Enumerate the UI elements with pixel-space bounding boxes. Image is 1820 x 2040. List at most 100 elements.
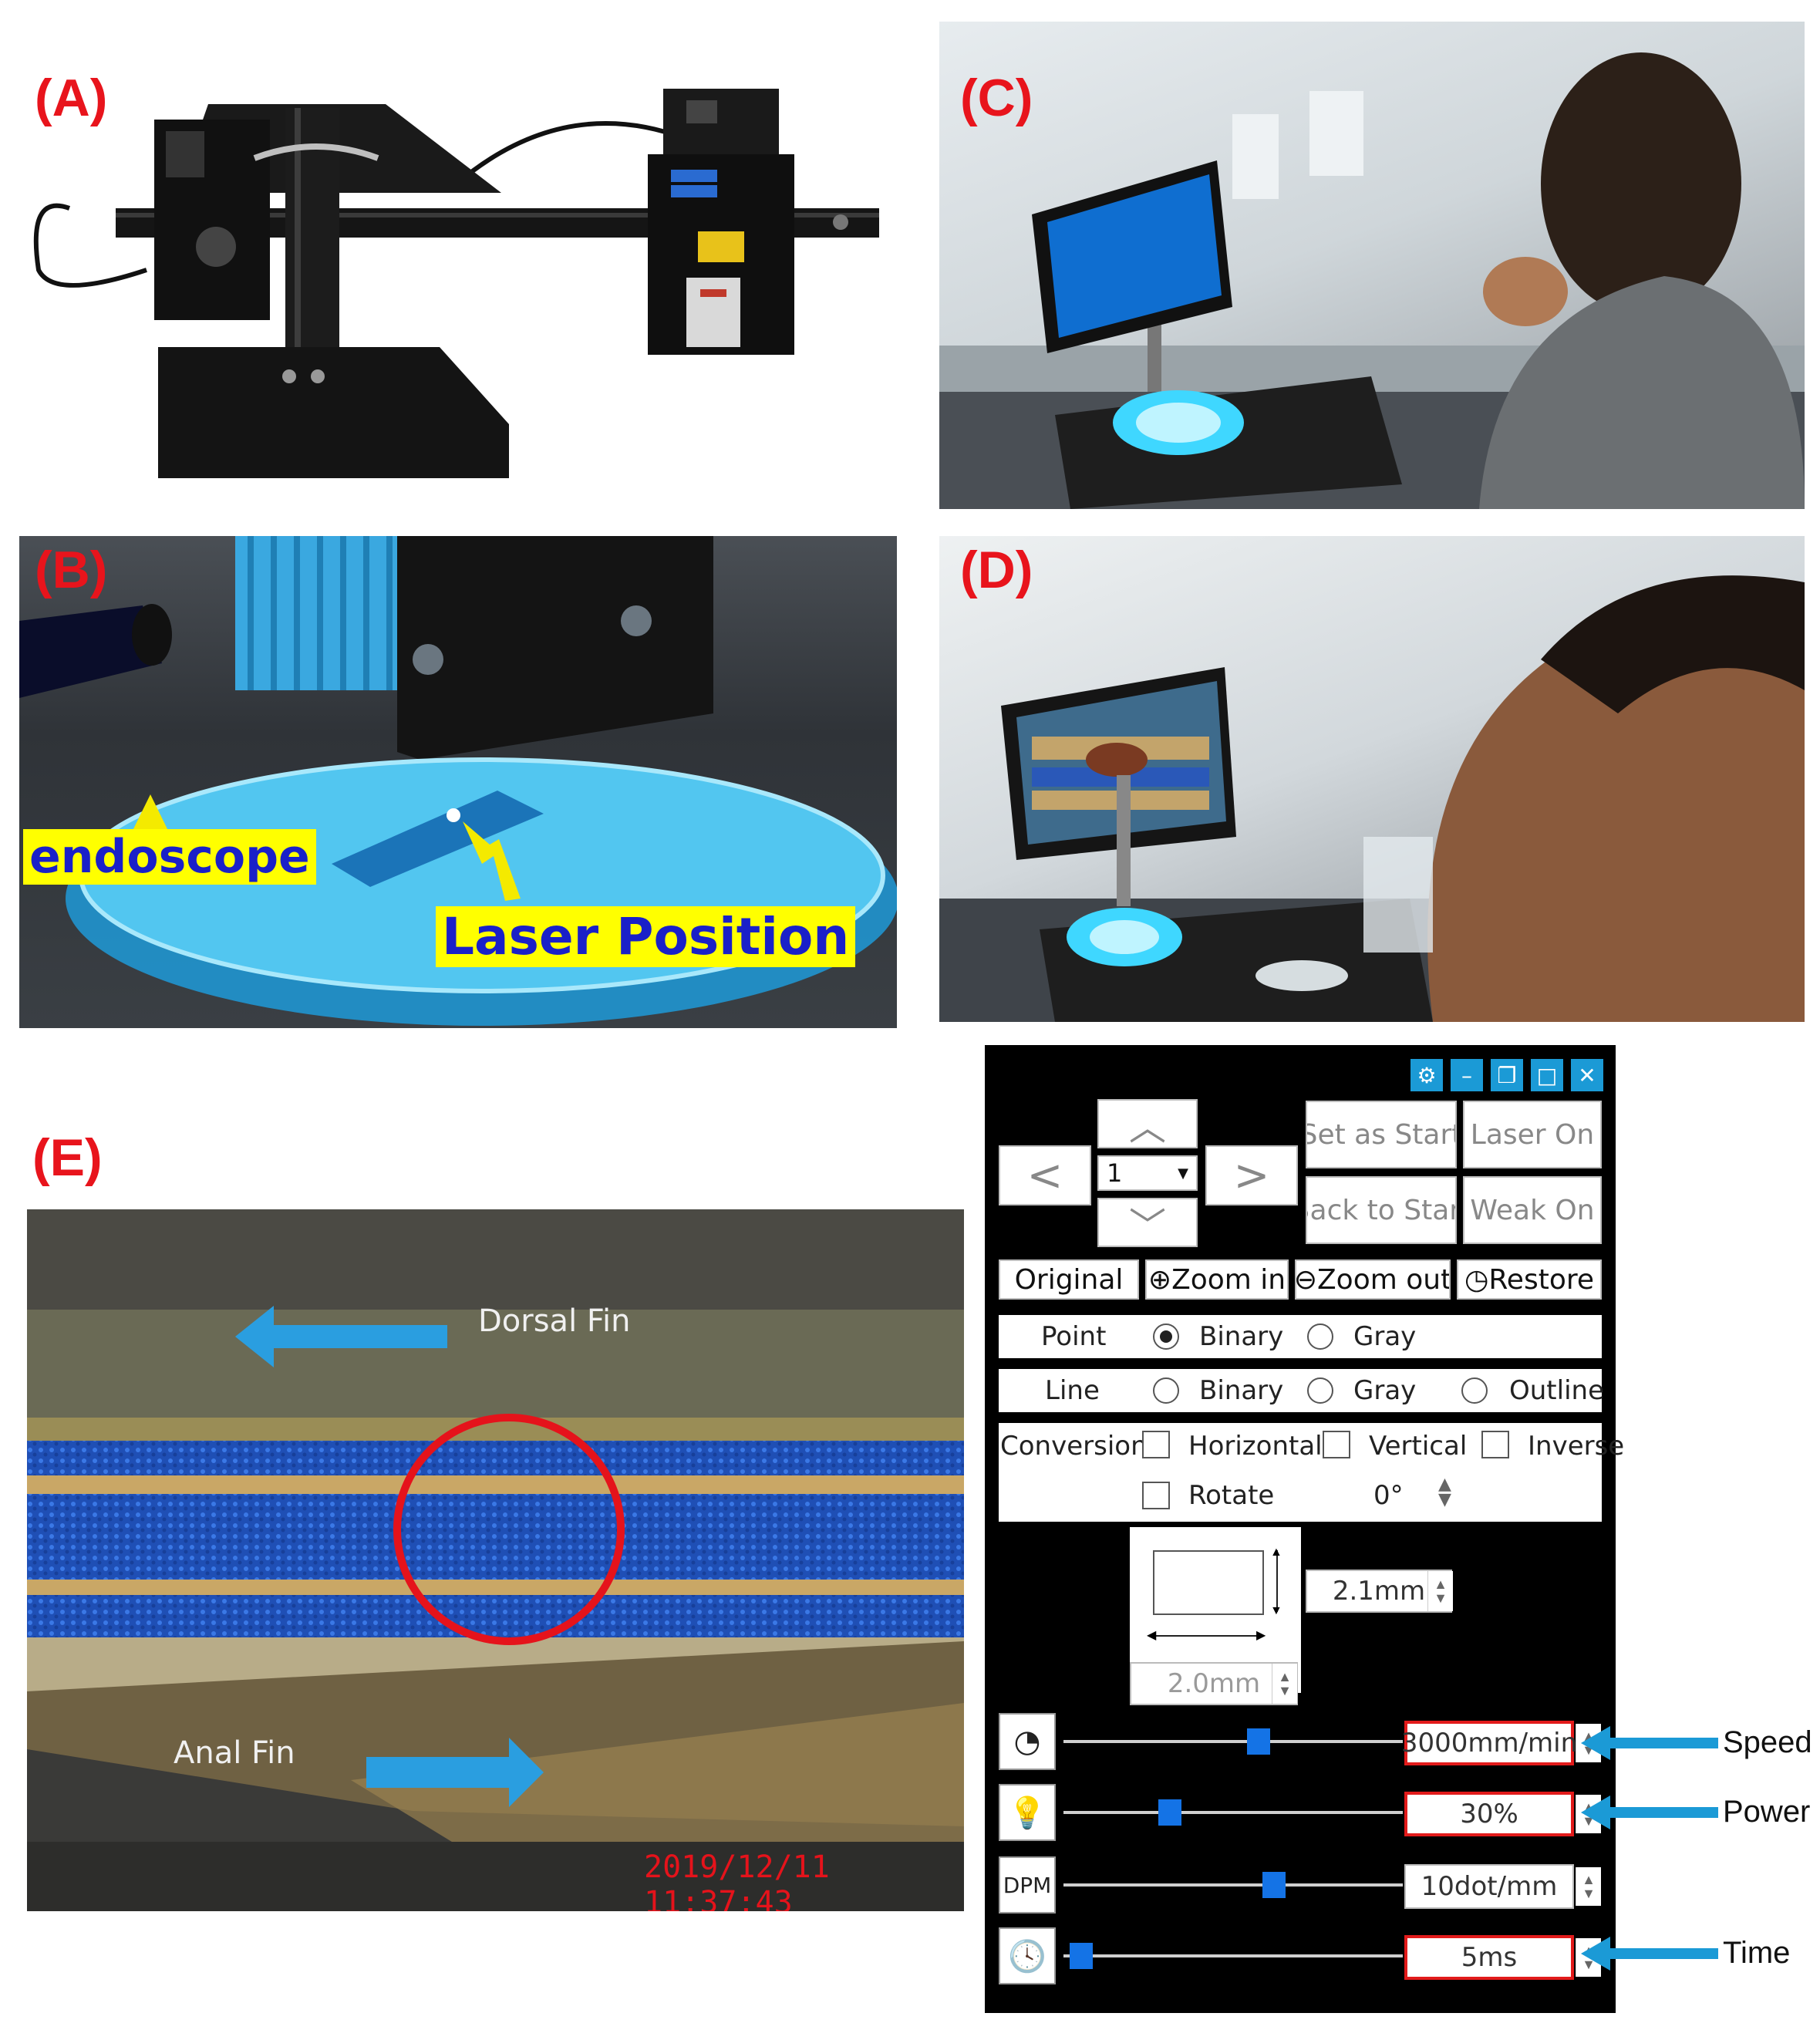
maximize-icon[interactable]: □ bbox=[1531, 1059, 1563, 1091]
arrow-left-icon bbox=[1581, 1725, 1610, 1760]
time-slider-track[interactable] bbox=[1063, 1954, 1403, 1957]
rotate-spinner[interactable]: ▲▼ bbox=[1438, 1475, 1451, 1509]
anal-fin-label: Anal Fin bbox=[174, 1735, 295, 1771]
zoom-in-icon: ⊕ bbox=[1148, 1263, 1172, 1296]
back-to-start-button[interactable]: Back to Start bbox=[1306, 1176, 1457, 1244]
line-binary-label: Binary bbox=[1199, 1375, 1284, 1406]
move-down-button[interactable]: ﹀ bbox=[1097, 1198, 1198, 1247]
panel-c-lab-operator-photo bbox=[939, 22, 1805, 509]
move-up-button[interactable]: ︿ bbox=[1097, 1099, 1198, 1148]
zoom-in-button[interactable]: ⊕ Zoom in bbox=[1145, 1259, 1289, 1300]
point-gray-radio[interactable] bbox=[1307, 1323, 1333, 1350]
line-outline-radio[interactable] bbox=[1461, 1377, 1488, 1404]
callout-line bbox=[1610, 1947, 1718, 1959]
speed-slider-thumb[interactable] bbox=[1246, 1728, 1270, 1755]
power-field[interactable]: 30% bbox=[1404, 1792, 1574, 1836]
speedometer-icon: ◔ bbox=[999, 1713, 1056, 1770]
height-spinner[interactable]: ▲▼ bbox=[1427, 1571, 1453, 1611]
original-button[interactable]: Original bbox=[999, 1259, 1139, 1300]
restore-label: Restore bbox=[1488, 1263, 1595, 1296]
move-right-button[interactable]: > bbox=[1205, 1145, 1298, 1205]
line-outline-label: Outline bbox=[1509, 1375, 1605, 1406]
panel-label-d: (D) bbox=[960, 541, 1033, 599]
dpm-icon-text: DPM bbox=[1003, 1872, 1052, 1898]
chevron-down-icon: ﹀ bbox=[1128, 1205, 1166, 1247]
line-gray-radio[interactable] bbox=[1307, 1377, 1333, 1404]
arrow-left-icon bbox=[1581, 1795, 1610, 1829]
panel-b-petri-dish-photo: endoscope Laser Position bbox=[19, 536, 897, 1028]
inverse-checkbox[interactable] bbox=[1481, 1431, 1509, 1458]
arrow-up-icon: ▲ bbox=[1270, 1546, 1282, 1559]
line-mode-row: Line Binary Gray Outline bbox=[999, 1369, 1605, 1412]
horizontal-label: Horizontal bbox=[1188, 1431, 1323, 1462]
chevron-down-icon: ▼ bbox=[1178, 1165, 1188, 1182]
zebrafish-illustration bbox=[27, 1209, 964, 1911]
conversion-block: Conversion Horizontal Vertical Inverse R… bbox=[999, 1423, 1624, 1522]
speed-field[interactable]: 3000mm/min bbox=[1400, 1721, 1578, 1765]
point-binary-radio[interactable] bbox=[1153, 1323, 1179, 1350]
power-callout-label: Power bbox=[1723, 1795, 1811, 1829]
laser-engraver-illustration bbox=[33, 89, 879, 478]
line-binary-radio[interactable] bbox=[1153, 1377, 1179, 1404]
height-value: 2.1mm bbox=[1332, 1576, 1426, 1607]
panel-d-lab-operator-photo bbox=[939, 536, 1805, 1022]
arrow-right-icon: ▶ bbox=[1256, 1629, 1266, 1642]
time-callout-label: Time bbox=[1723, 1936, 1791, 1970]
speed-callout-label: Speed bbox=[1723, 1725, 1812, 1759]
restore-icon: ◷ bbox=[1464, 1263, 1489, 1296]
time-field[interactable]: 5ms bbox=[1404, 1935, 1574, 1980]
step-value: 1 bbox=[1107, 1158, 1123, 1188]
laser-position-label: Laser Position bbox=[436, 906, 856, 968]
rotate-label: Rotate bbox=[1188, 1480, 1275, 1511]
height-arrow bbox=[1276, 1550, 1278, 1612]
line-label: Line bbox=[1045, 1375, 1100, 1406]
restore-button[interactable]: ◷ Restore bbox=[1457, 1259, 1602, 1300]
close-icon[interactable]: ✕ bbox=[1571, 1059, 1603, 1091]
dpm-slider-thumb[interactable] bbox=[1262, 1872, 1286, 1898]
power-slider-track[interactable] bbox=[1063, 1811, 1403, 1814]
width-value: 2.0mm bbox=[1167, 1668, 1261, 1699]
photo-timestamp: 2019/12/11 11:37:43 bbox=[644, 1849, 830, 1911]
width-field[interactable]: 2.0mm bbox=[1130, 1662, 1298, 1705]
chevron-up-icon: ︿ bbox=[1128, 1106, 1166, 1148]
rotate-checkbox[interactable] bbox=[1142, 1482, 1170, 1509]
minimize-icon[interactable]: – bbox=[1451, 1059, 1483, 1091]
set-as-start-button[interactable]: Set as Start bbox=[1306, 1101, 1457, 1168]
dpm-field[interactable]: 10dot/mm bbox=[1404, 1864, 1574, 1909]
arrow-left-icon bbox=[1581, 1936, 1610, 1971]
vertical-checkbox[interactable] bbox=[1323, 1431, 1350, 1458]
horizontal-checkbox[interactable] bbox=[1142, 1431, 1170, 1458]
restore-icon[interactable]: ❐ bbox=[1491, 1059, 1523, 1091]
power-slider-thumb[interactable] bbox=[1158, 1799, 1181, 1826]
rotate-value: 0° bbox=[1373, 1480, 1404, 1511]
power-callout: Power bbox=[1581, 1795, 1810, 1829]
dpm-spinner[interactable]: ▲▼ bbox=[1576, 1867, 1601, 1906]
panel-e-zebrafish-photo: Dorsal Fin Anal Fin 2019/12/11 11:37:43 bbox=[27, 1209, 964, 1911]
dpm-slider-track[interactable] bbox=[1063, 1883, 1403, 1887]
weak-on-button[interactable]: Weak On bbox=[1463, 1176, 1602, 1244]
speed-slider-track[interactable] bbox=[1063, 1740, 1403, 1743]
preview-rectangle bbox=[1153, 1550, 1264, 1615]
panel-label-a: (A) bbox=[35, 69, 108, 127]
lab-operator-illustration bbox=[939, 52, 1805, 509]
vertical-label: Vertical bbox=[1369, 1431, 1468, 1462]
zoom-in-label: Zoom in bbox=[1171, 1263, 1286, 1296]
dpm-value: 10dot/mm bbox=[1421, 1871, 1558, 1902]
gear-icon[interactable]: ⚙ bbox=[1410, 1059, 1443, 1091]
laser-on-button[interactable]: Laser On bbox=[1463, 1101, 1602, 1168]
time-callout: Time bbox=[1581, 1936, 1790, 1971]
time-slider-thumb[interactable] bbox=[1070, 1943, 1094, 1969]
lightbulb-icon: 💡 bbox=[999, 1784, 1056, 1841]
width-spinner[interactable]: ▲▼ bbox=[1272, 1664, 1297, 1704]
panel-a-laser-engraver-photo bbox=[23, 77, 879, 509]
line-gray-label: Gray bbox=[1353, 1375, 1417, 1406]
point-label: Point bbox=[1041, 1321, 1107, 1352]
zoom-out-button[interactable]: ⊖ Zoom out bbox=[1295, 1259, 1451, 1300]
conversion-label: Conversion bbox=[1000, 1431, 1148, 1462]
step-select[interactable]: 1 ▼ bbox=[1097, 1155, 1198, 1191]
width-arrow bbox=[1153, 1635, 1261, 1637]
speed-value: 3000mm/min bbox=[1400, 1728, 1578, 1758]
point-mode-row: Point Binary Gray bbox=[999, 1315, 1602, 1358]
move-left-button[interactable]: < bbox=[999, 1145, 1091, 1205]
chevron-left-icon: < bbox=[1026, 1150, 1063, 1201]
